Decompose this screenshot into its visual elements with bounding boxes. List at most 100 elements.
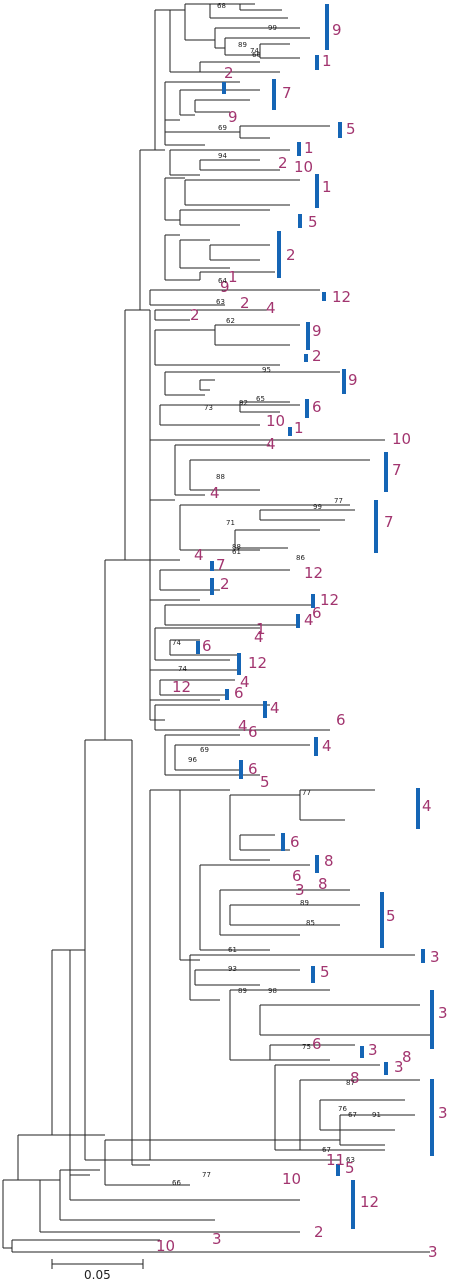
scale-bar-label: 0.05 (84, 1268, 111, 1280)
bootstrap-value: 89 (300, 899, 309, 907)
clade-bar (374, 500, 378, 553)
clade-label: 4 (240, 673, 250, 691)
clade-label: 9 (348, 371, 358, 389)
clade-label: 8 (350, 1069, 360, 1087)
bootstrap-value: 63 (216, 298, 225, 306)
bootstrap-value: 88 (232, 543, 241, 551)
bootstrap-value: 93 (228, 965, 237, 973)
clade-bars (196, 4, 434, 1229)
bootstrap-value: 76 (338, 1105, 347, 1113)
bootstrap-value: 61 (232, 548, 241, 556)
clade-bar (380, 892, 384, 948)
clade-label: 12 (320, 591, 339, 609)
clade-bar (277, 231, 281, 278)
clade-label: 12 (248, 654, 267, 672)
bootstrap-value: 95 (262, 366, 271, 374)
clade-label: 1 (322, 178, 332, 196)
clade-label: 12 (304, 564, 323, 582)
clade-label: 3 (295, 881, 305, 899)
clade-label: 10 (392, 430, 411, 448)
clade-label: 12 (360, 1193, 379, 1211)
bootstrap-value: 99 (313, 503, 322, 511)
bootstrap-value: 77 (302, 789, 311, 797)
clade-bar (239, 760, 243, 779)
clade-label: 5 (260, 773, 270, 791)
clade-label: 1 (228, 268, 238, 286)
clade-label: 5 (345, 1159, 355, 1177)
bootstrap-value: 69 (218, 124, 227, 132)
clade-bar (336, 1164, 340, 1176)
clade-label: 9 (312, 322, 322, 340)
clade-label: 6 (312, 604, 322, 622)
clade-label: 1 (304, 139, 314, 157)
clade-bar (296, 614, 300, 628)
clade-label: 4 (270, 699, 280, 717)
clade-label: 6 (248, 760, 258, 778)
clade-label: 10 (156, 1237, 175, 1255)
clade-label: 4 (266, 435, 276, 453)
tree-branches (2, 3, 430, 1253)
clade-bar (298, 214, 302, 228)
bootstrap-value: 75 (302, 1043, 311, 1051)
clade-bar (281, 833, 285, 851)
clade-label: 3 (438, 1004, 448, 1022)
clade-label: 1 (322, 52, 332, 70)
clade-bar (430, 1079, 434, 1156)
clade-bar (315, 855, 319, 873)
clade-label: 4 (266, 299, 276, 317)
clade-label: 3 (368, 1041, 378, 1059)
bootstrap-value: 71 (226, 519, 235, 527)
bootstrap-value: 66 (252, 51, 261, 59)
clade-label: 4 (304, 611, 314, 629)
clade-label: 12 (332, 288, 351, 306)
bootstrap-value: 68 (217, 2, 226, 10)
clade-label: 1 (294, 419, 304, 437)
clade-label: 2 (314, 1223, 324, 1241)
clade-bar (314, 737, 318, 756)
clade-bar (360, 1046, 364, 1058)
bootstrap-value: 67 (348, 1111, 357, 1119)
clade-label: 11 (326, 1151, 345, 1169)
clade-label: 1 (256, 620, 266, 638)
clade-label: 12 (172, 678, 191, 696)
bootstrap-value: 96 (188, 756, 197, 764)
bootstrap-value: 63 (346, 1156, 355, 1164)
bootstrap-value: 69 (200, 746, 209, 754)
clade-bar (210, 578, 214, 595)
clade-label: 5 (386, 907, 396, 925)
clade-bar (304, 354, 308, 362)
clade-bar (325, 4, 329, 50)
clade-bar (338, 122, 342, 138)
clade-label: 4 (422, 797, 432, 815)
clade-bar (305, 399, 309, 418)
clade-label: 10 (266, 412, 285, 430)
clade-bar (210, 561, 214, 571)
bootstrap-value: 86 (296, 554, 305, 562)
clade-label: 5 (346, 120, 356, 138)
clade-label: 3 (212, 1230, 222, 1248)
clade-label: 7 (384, 513, 394, 531)
clade-label: 4 (210, 484, 220, 502)
scale-bar: 0.05 (51, 1259, 144, 1280)
clade-label: 2 (312, 347, 322, 365)
clade-label: 8 (324, 852, 334, 870)
clade-label: 7 (216, 556, 226, 574)
bootstrap-value: 89 (238, 41, 247, 49)
bootstrap-value: 66 (172, 1179, 181, 1187)
clade-label: 10 (294, 158, 313, 176)
clade-bar (196, 641, 200, 654)
bootstrap-value: 74 (172, 639, 181, 647)
clade-bar (416, 788, 420, 829)
clade-label: 3 (430, 948, 440, 966)
clade-bar (225, 689, 229, 700)
clade-bar (384, 452, 388, 492)
clade-label: 7 (282, 84, 292, 102)
clade-bar (297, 142, 301, 156)
clade-label: 2 (286, 246, 296, 264)
clade-bar (421, 949, 425, 963)
bootstrap-value: 99 (268, 24, 277, 32)
clade-bar (351, 1180, 355, 1229)
bootstrap-value: 88 (216, 473, 225, 481)
